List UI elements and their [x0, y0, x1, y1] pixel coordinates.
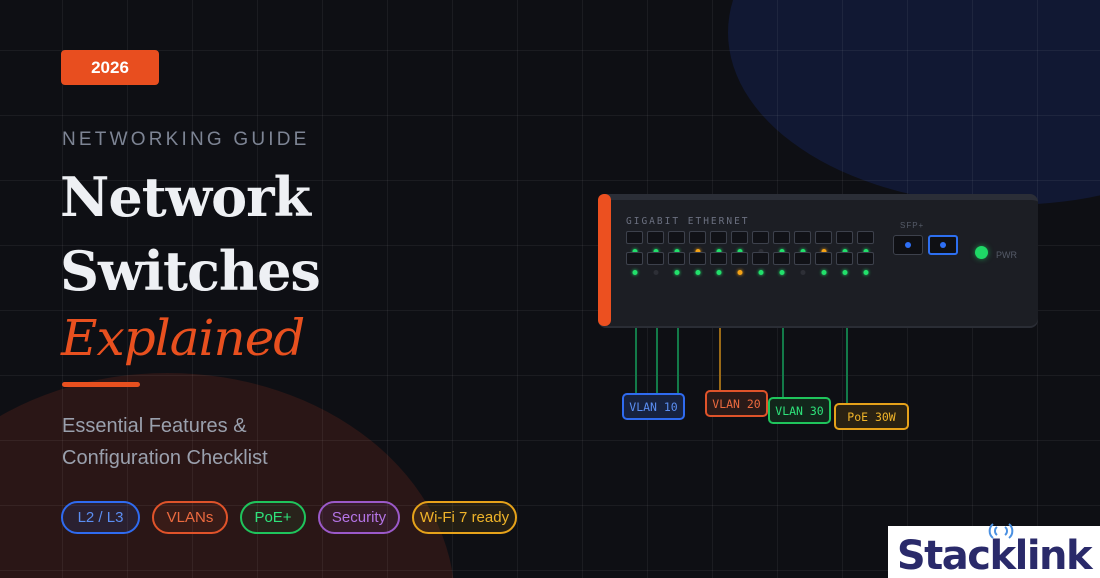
title-line-2: Switches — [60, 239, 321, 303]
sfp-led-icon — [905, 242, 911, 248]
ethernet-port — [689, 231, 706, 254]
port-led-icon — [800, 270, 805, 275]
ethernet-port — [752, 231, 769, 254]
chip-wifi7: Wi-Fi 7 ready — [412, 501, 517, 534]
vlan-tag-20: VLAN 20 — [705, 390, 768, 417]
port-led-icon — [674, 270, 679, 275]
chip-vlans: VLANs — [152, 501, 228, 534]
port-row-bottom — [626, 252, 874, 275]
port-led-icon — [842, 249, 847, 254]
ethernet-port — [815, 231, 832, 254]
eyebrow-label: NETWORKING GUIDE — [62, 129, 310, 150]
logo-text: Stacklink — [896, 523, 1093, 578]
year-badge: 2026 — [61, 50, 159, 85]
port-led-icon — [695, 270, 700, 275]
port-led-icon — [737, 249, 742, 254]
sfp-led-icon — [940, 242, 946, 248]
port-led-icon — [716, 249, 721, 254]
sfp-port-2 — [928, 235, 958, 255]
port-led-icon — [716, 270, 721, 275]
port-led-icon — [842, 270, 847, 275]
port-led-icon — [737, 270, 742, 275]
port-led-icon — [674, 249, 679, 254]
port-led-icon — [632, 270, 637, 275]
ethernet-port — [647, 231, 664, 254]
vlan-tag-30: VLAN 30 — [768, 397, 831, 424]
ethernet-port — [626, 252, 643, 275]
ethernet-port — [668, 231, 685, 254]
chip-l2-l3: L2 / L3 — [61, 501, 140, 534]
accent-divider — [62, 382, 140, 387]
ethernet-port — [689, 252, 706, 275]
vlan-tag-10: VLAN 10 — [622, 393, 685, 420]
cable-vlan10-c — [677, 326, 679, 394]
wifi-signal-icon — [988, 523, 1014, 539]
port-led-icon — [758, 249, 763, 254]
brand-logo: Stacklink — [888, 523, 1100, 578]
ethernet-port — [794, 231, 811, 254]
switch-label: GIGABIT ETHERNET — [626, 216, 750, 227]
port-row-top — [626, 231, 874, 254]
chip-poe: PoE+ — [240, 501, 306, 534]
page-title: Network Switches — [60, 160, 321, 308]
port-led-icon — [821, 249, 826, 254]
sfp-port-1 — [893, 235, 923, 255]
power-label: PWR — [996, 250, 1017, 260]
subtitle-line-2: Configuration Checklist — [62, 447, 268, 469]
port-led-icon — [779, 249, 784, 254]
port-led-icon — [653, 249, 658, 254]
subtitle-line-1: Essential Features & — [62, 415, 247, 437]
ethernet-port — [710, 231, 727, 254]
ethernet-port — [731, 252, 748, 275]
port-led-icon — [800, 249, 805, 254]
ethernet-port — [752, 252, 769, 275]
cable-poe — [846, 326, 848, 404]
ethernet-port — [668, 252, 685, 275]
ethernet-port — [836, 231, 853, 254]
ethernet-port — [794, 252, 811, 275]
cable-vlan30 — [782, 326, 784, 398]
ethernet-port — [857, 231, 874, 254]
ethernet-port — [836, 252, 853, 275]
ethernet-port — [626, 231, 643, 254]
ethernet-port — [773, 252, 790, 275]
port-led-icon — [695, 249, 700, 254]
switch-accent-bar — [598, 194, 611, 326]
ethernet-port — [773, 231, 790, 254]
port-led-icon — [779, 270, 784, 275]
port-led-icon — [632, 249, 637, 254]
cable-vlan20 — [719, 326, 721, 391]
network-switch-illustration: GIGABIT ETHERNET SFP+ PWR — [598, 194, 1038, 326]
subtitle: Essential Features & Configuration Check… — [62, 410, 382, 474]
logo-wordmark: Stacklink — [896, 533, 1093, 578]
port-led-icon — [863, 270, 868, 275]
ethernet-port — [815, 252, 832, 275]
ethernet-port — [647, 252, 664, 275]
sfp-label: SFP+ — [900, 221, 925, 230]
port-led-icon — [758, 270, 763, 275]
port-led-icon — [863, 249, 868, 254]
ethernet-port — [710, 252, 727, 275]
port-led-icon — [821, 270, 826, 275]
cable-vlan10-a — [635, 326, 637, 394]
chip-security: Security — [318, 501, 400, 534]
power-led-icon — [975, 246, 988, 259]
title-line-1: Network — [60, 165, 311, 229]
cable-vlan10-b — [656, 326, 658, 394]
feature-chips: L2 / L3 VLANs PoE+ Security Wi-Fi 7 read… — [61, 501, 517, 534]
ethernet-port — [731, 231, 748, 254]
ethernet-port — [857, 252, 874, 275]
port-led-icon — [653, 270, 658, 275]
poe-tag: PoE 30W — [834, 403, 909, 430]
title-accent: Explained — [61, 309, 305, 367]
